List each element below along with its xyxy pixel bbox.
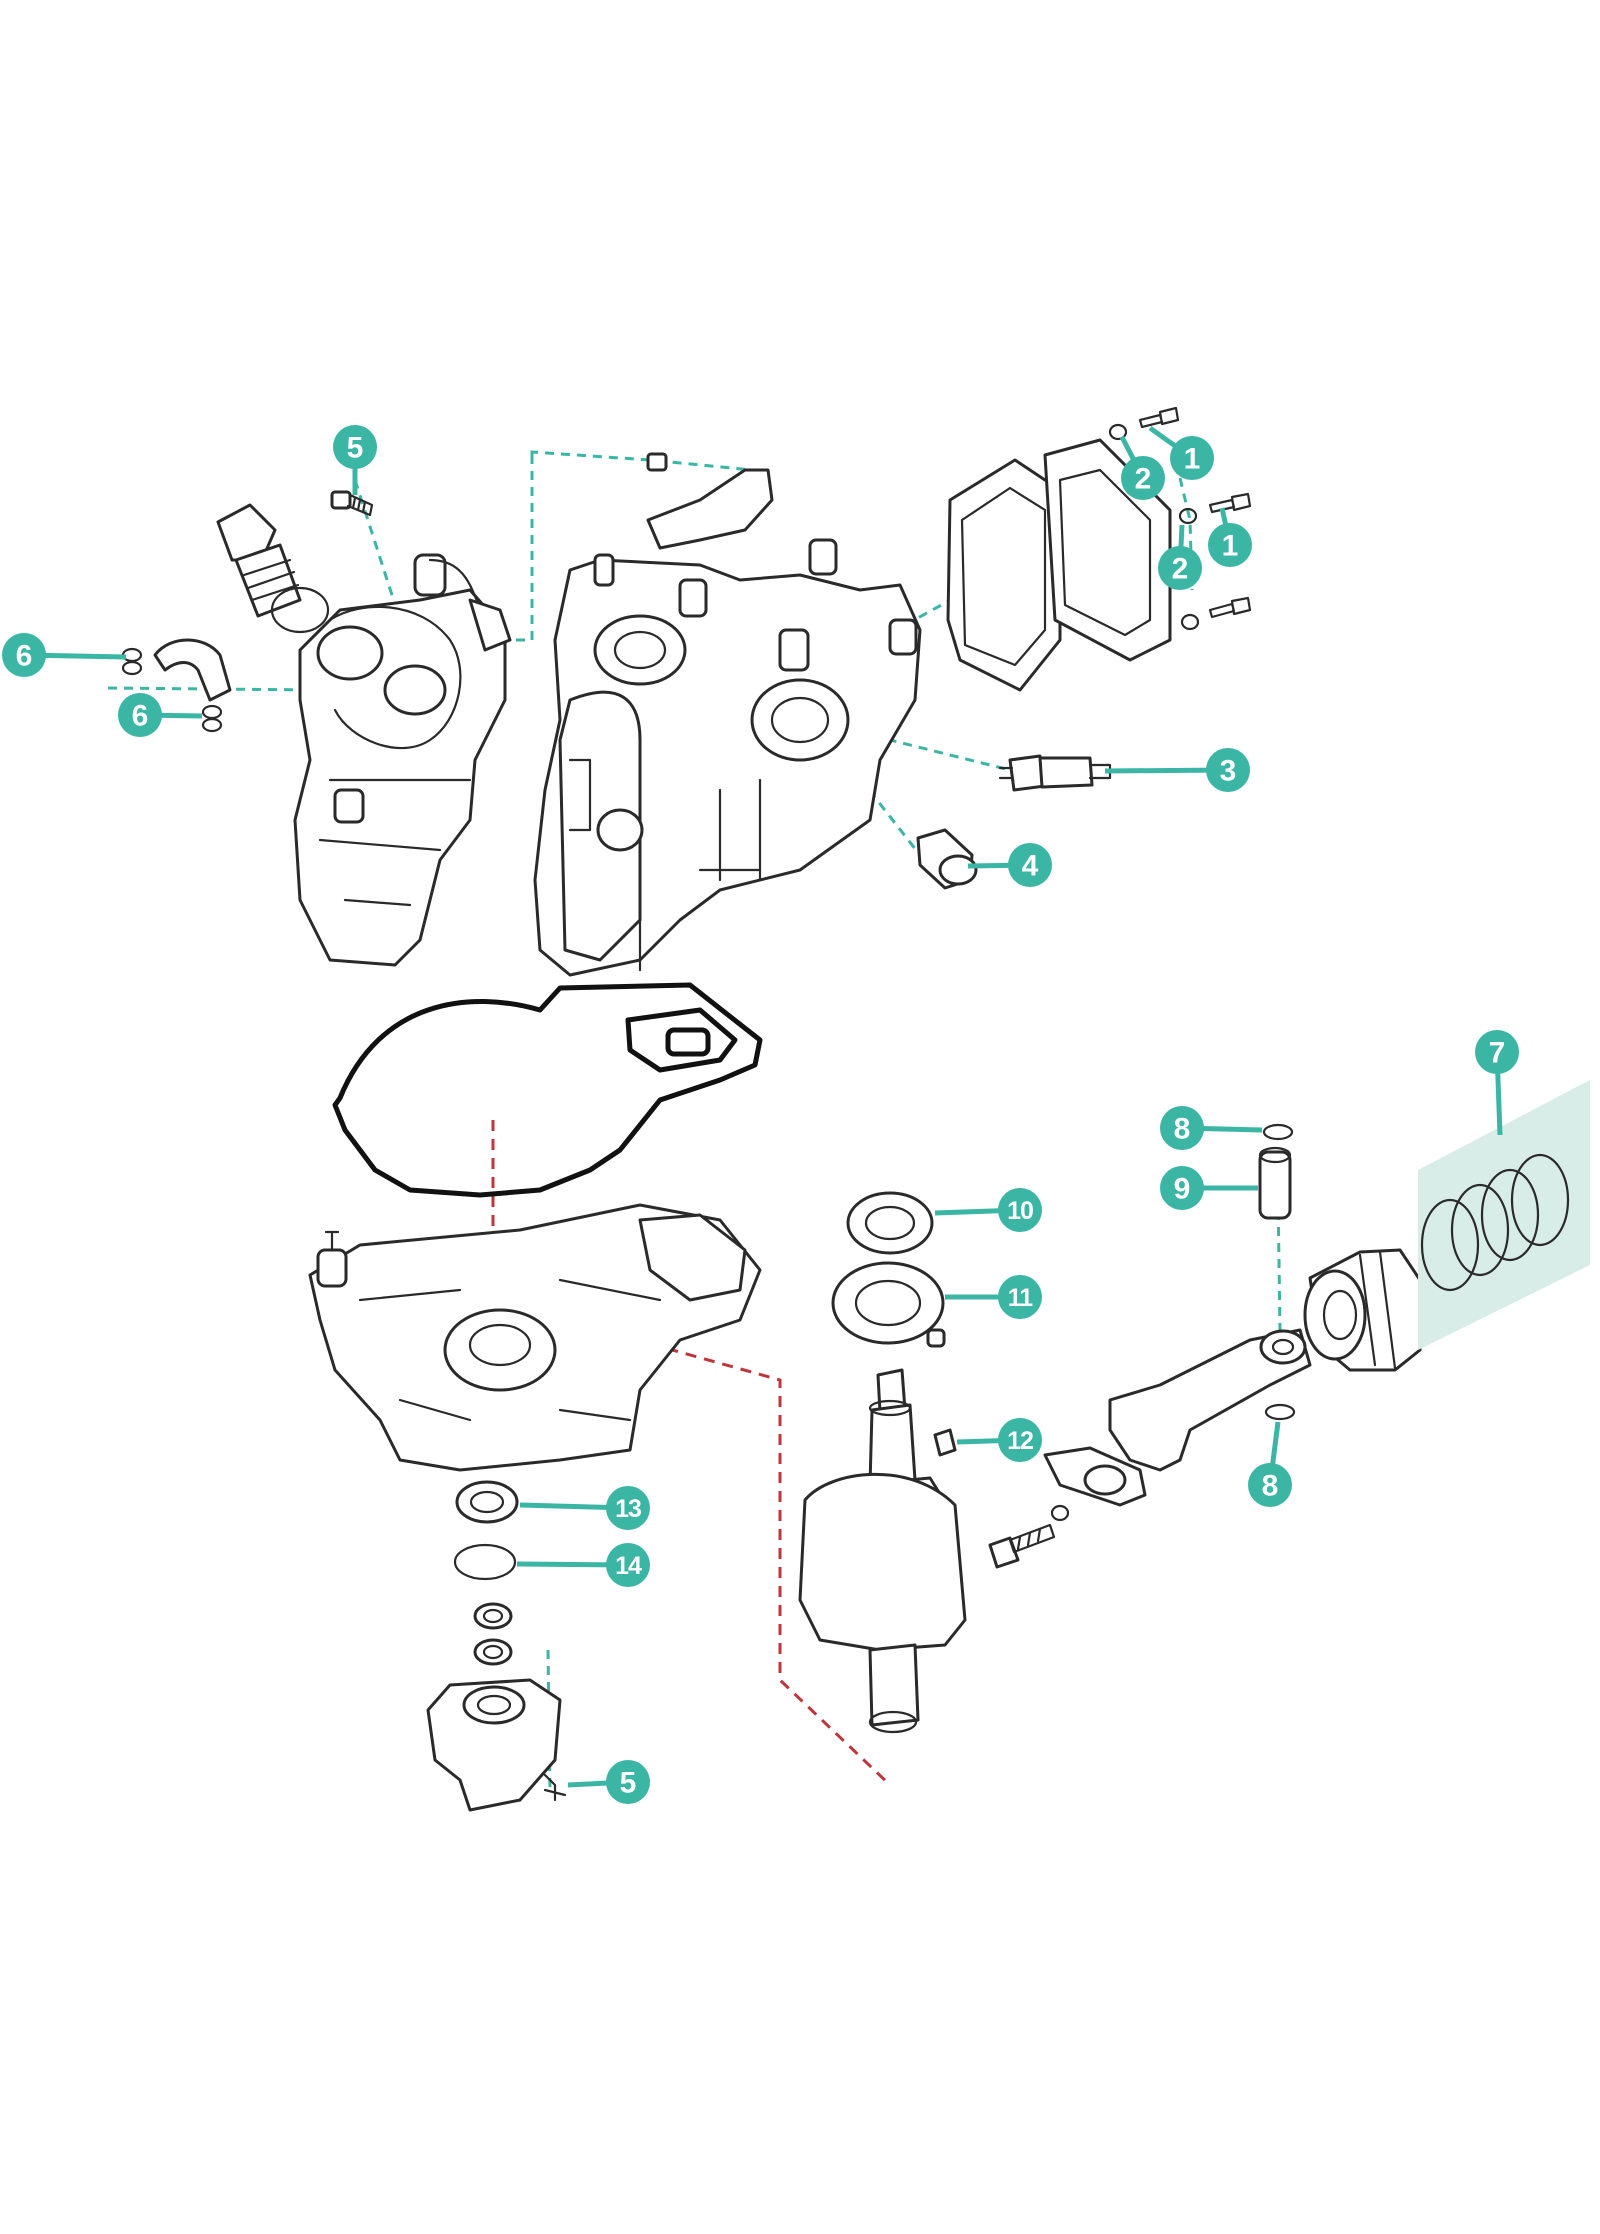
callout-c10: 10 [934, 1188, 1042, 1232]
callout-number: 6 [16, 640, 33, 673]
callout-badge-circle [998, 1188, 1042, 1232]
callout-badge-circle [1170, 436, 1214, 480]
crankshaft-part [798, 1368, 967, 1734]
callout-badge-circle [1208, 523, 1252, 567]
callout-badge-circle [1206, 748, 1250, 792]
callout-number: 2 [1135, 463, 1152, 496]
callout-number: 6 [132, 700, 149, 733]
callout-badge-circle [606, 1486, 650, 1530]
connecting-rod-part [1043, 1328, 1312, 1507]
bracket-part [646, 452, 774, 550]
callout-c8a: 8 [1160, 1106, 1263, 1150]
callout-number: 9 [1174, 1173, 1191, 1206]
callout-c2a: 2 [1119, 435, 1165, 500]
bearing-housing-part [426, 1678, 567, 1812]
callout-badge-circle [1121, 456, 1165, 500]
callout-c11: 11 [945, 1275, 1042, 1319]
callout-number: 1 [1222, 530, 1239, 563]
callout-badge-circle [1248, 1463, 1292, 1507]
callout-number: 3 [1220, 755, 1237, 788]
callout-number: 5 [620, 1767, 637, 1800]
callout-badge-circle [998, 1418, 1042, 1462]
callout-badge-circle [1160, 1166, 1204, 1210]
callout-c1a: 1 [1148, 425, 1214, 480]
callout-c12: 12 [956, 1418, 1042, 1462]
callout-badge-circle [333, 425, 377, 469]
piston-pin-parts [1258, 1123, 1296, 1421]
callout-badge-circle [998, 1275, 1042, 1319]
crankcase-gasket-part [332, 982, 763, 1198]
callout-c7: 7 [1475, 1030, 1519, 1136]
intake-bolts-part [1108, 406, 1252, 631]
callout-c6a: 6 [2, 633, 127, 677]
upper-bearing-parts [831, 1191, 946, 1348]
hose-part [153, 638, 232, 702]
callout-number: 7 [1489, 1037, 1506, 1070]
callout-number: 12 [1007, 1427, 1033, 1455]
callout-c6b: 6 [118, 693, 203, 737]
callout-c1b: 1 [1208, 507, 1252, 567]
callout-c5a: 5 [333, 425, 377, 495]
spark-plug-part [998, 754, 1112, 792]
callout-c4: 4 [967, 843, 1052, 887]
thermostat-part [916, 828, 978, 890]
callout-number: 2 [1172, 553, 1189, 586]
left-cover-part [293, 553, 512, 967]
piston-rings-part [1418, 1080, 1590, 1350]
callout-number: 8 [1174, 1113, 1191, 1146]
callout-c2b: 2 [1158, 524, 1202, 590]
callout-c8b: 8 [1248, 1421, 1292, 1507]
callout-badge-circle [606, 1760, 650, 1804]
lower-seal-parts [453, 1480, 519, 1666]
filler-cap-part [216, 503, 330, 634]
callout-c14: 14 [516, 1543, 650, 1587]
callout-c3: 3 [1104, 748, 1250, 792]
callout-number: 8 [1262, 1470, 1279, 1503]
piston-part [1303, 1248, 1422, 1372]
callout-badge-circle [2, 633, 46, 677]
lower-crankcase-part [308, 1203, 762, 1472]
callout-badge-circle [606, 1543, 650, 1587]
callout-c13: 13 [519, 1486, 650, 1530]
callout-badge-circle [118, 693, 162, 737]
bolt-part [330, 490, 374, 517]
callout-number: 1 [1184, 443, 1201, 476]
cylinder-block-part [533, 538, 922, 977]
callout-c9: 9 [1160, 1166, 1258, 1210]
callout-badge-circle [1158, 546, 1202, 590]
key-and-bolts-part [933, 1428, 1070, 1569]
callout-number: 11 [1008, 1284, 1034, 1312]
callout-number: 10 [1007, 1197, 1033, 1225]
callout-number: 4 [1022, 850, 1039, 883]
callout-badge-circle [1008, 843, 1052, 887]
callout-badge-circle [1160, 1106, 1204, 1150]
callout-badge-circle [1475, 1030, 1519, 1074]
callout-c5b: 5 [567, 1760, 650, 1804]
callout-number: 14 [615, 1552, 642, 1580]
callout-number: 13 [615, 1495, 641, 1523]
callout-number: 5 [347, 432, 364, 465]
